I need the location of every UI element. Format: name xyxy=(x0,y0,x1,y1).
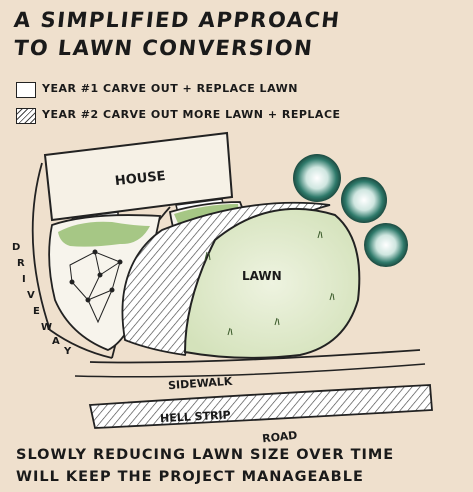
caption-line-1: Slowly reducing lawn size over time xyxy=(16,447,395,463)
sidewalk-label: Sidewalk xyxy=(168,375,234,392)
house-label: House xyxy=(114,169,166,189)
shrub-1 xyxy=(293,154,341,202)
driveway-label: D R I V E W A Y xyxy=(12,242,72,357)
lawn: Lawn xyxy=(183,207,361,359)
legend-label-year2: Year #2 Carve out more lawn + replace xyxy=(42,108,341,121)
legend-swatch-year1 xyxy=(16,82,36,98)
shrubs xyxy=(293,154,408,267)
lawn-label: Lawn xyxy=(242,269,282,283)
hell-strip: Hell strip xyxy=(88,384,433,429)
shrub-3 xyxy=(364,223,408,267)
shrub-2 xyxy=(341,177,387,223)
road-label: Road xyxy=(262,429,298,446)
caption-line-2: will keep the project manageable xyxy=(16,469,364,485)
legend-label-year1: Year #1 Carve out + replace lawn xyxy=(42,82,298,95)
sidewalk: Sidewalk xyxy=(74,349,426,392)
hellstrip-label: Hell strip xyxy=(160,408,231,425)
legend-swatch-year2 xyxy=(16,108,36,124)
